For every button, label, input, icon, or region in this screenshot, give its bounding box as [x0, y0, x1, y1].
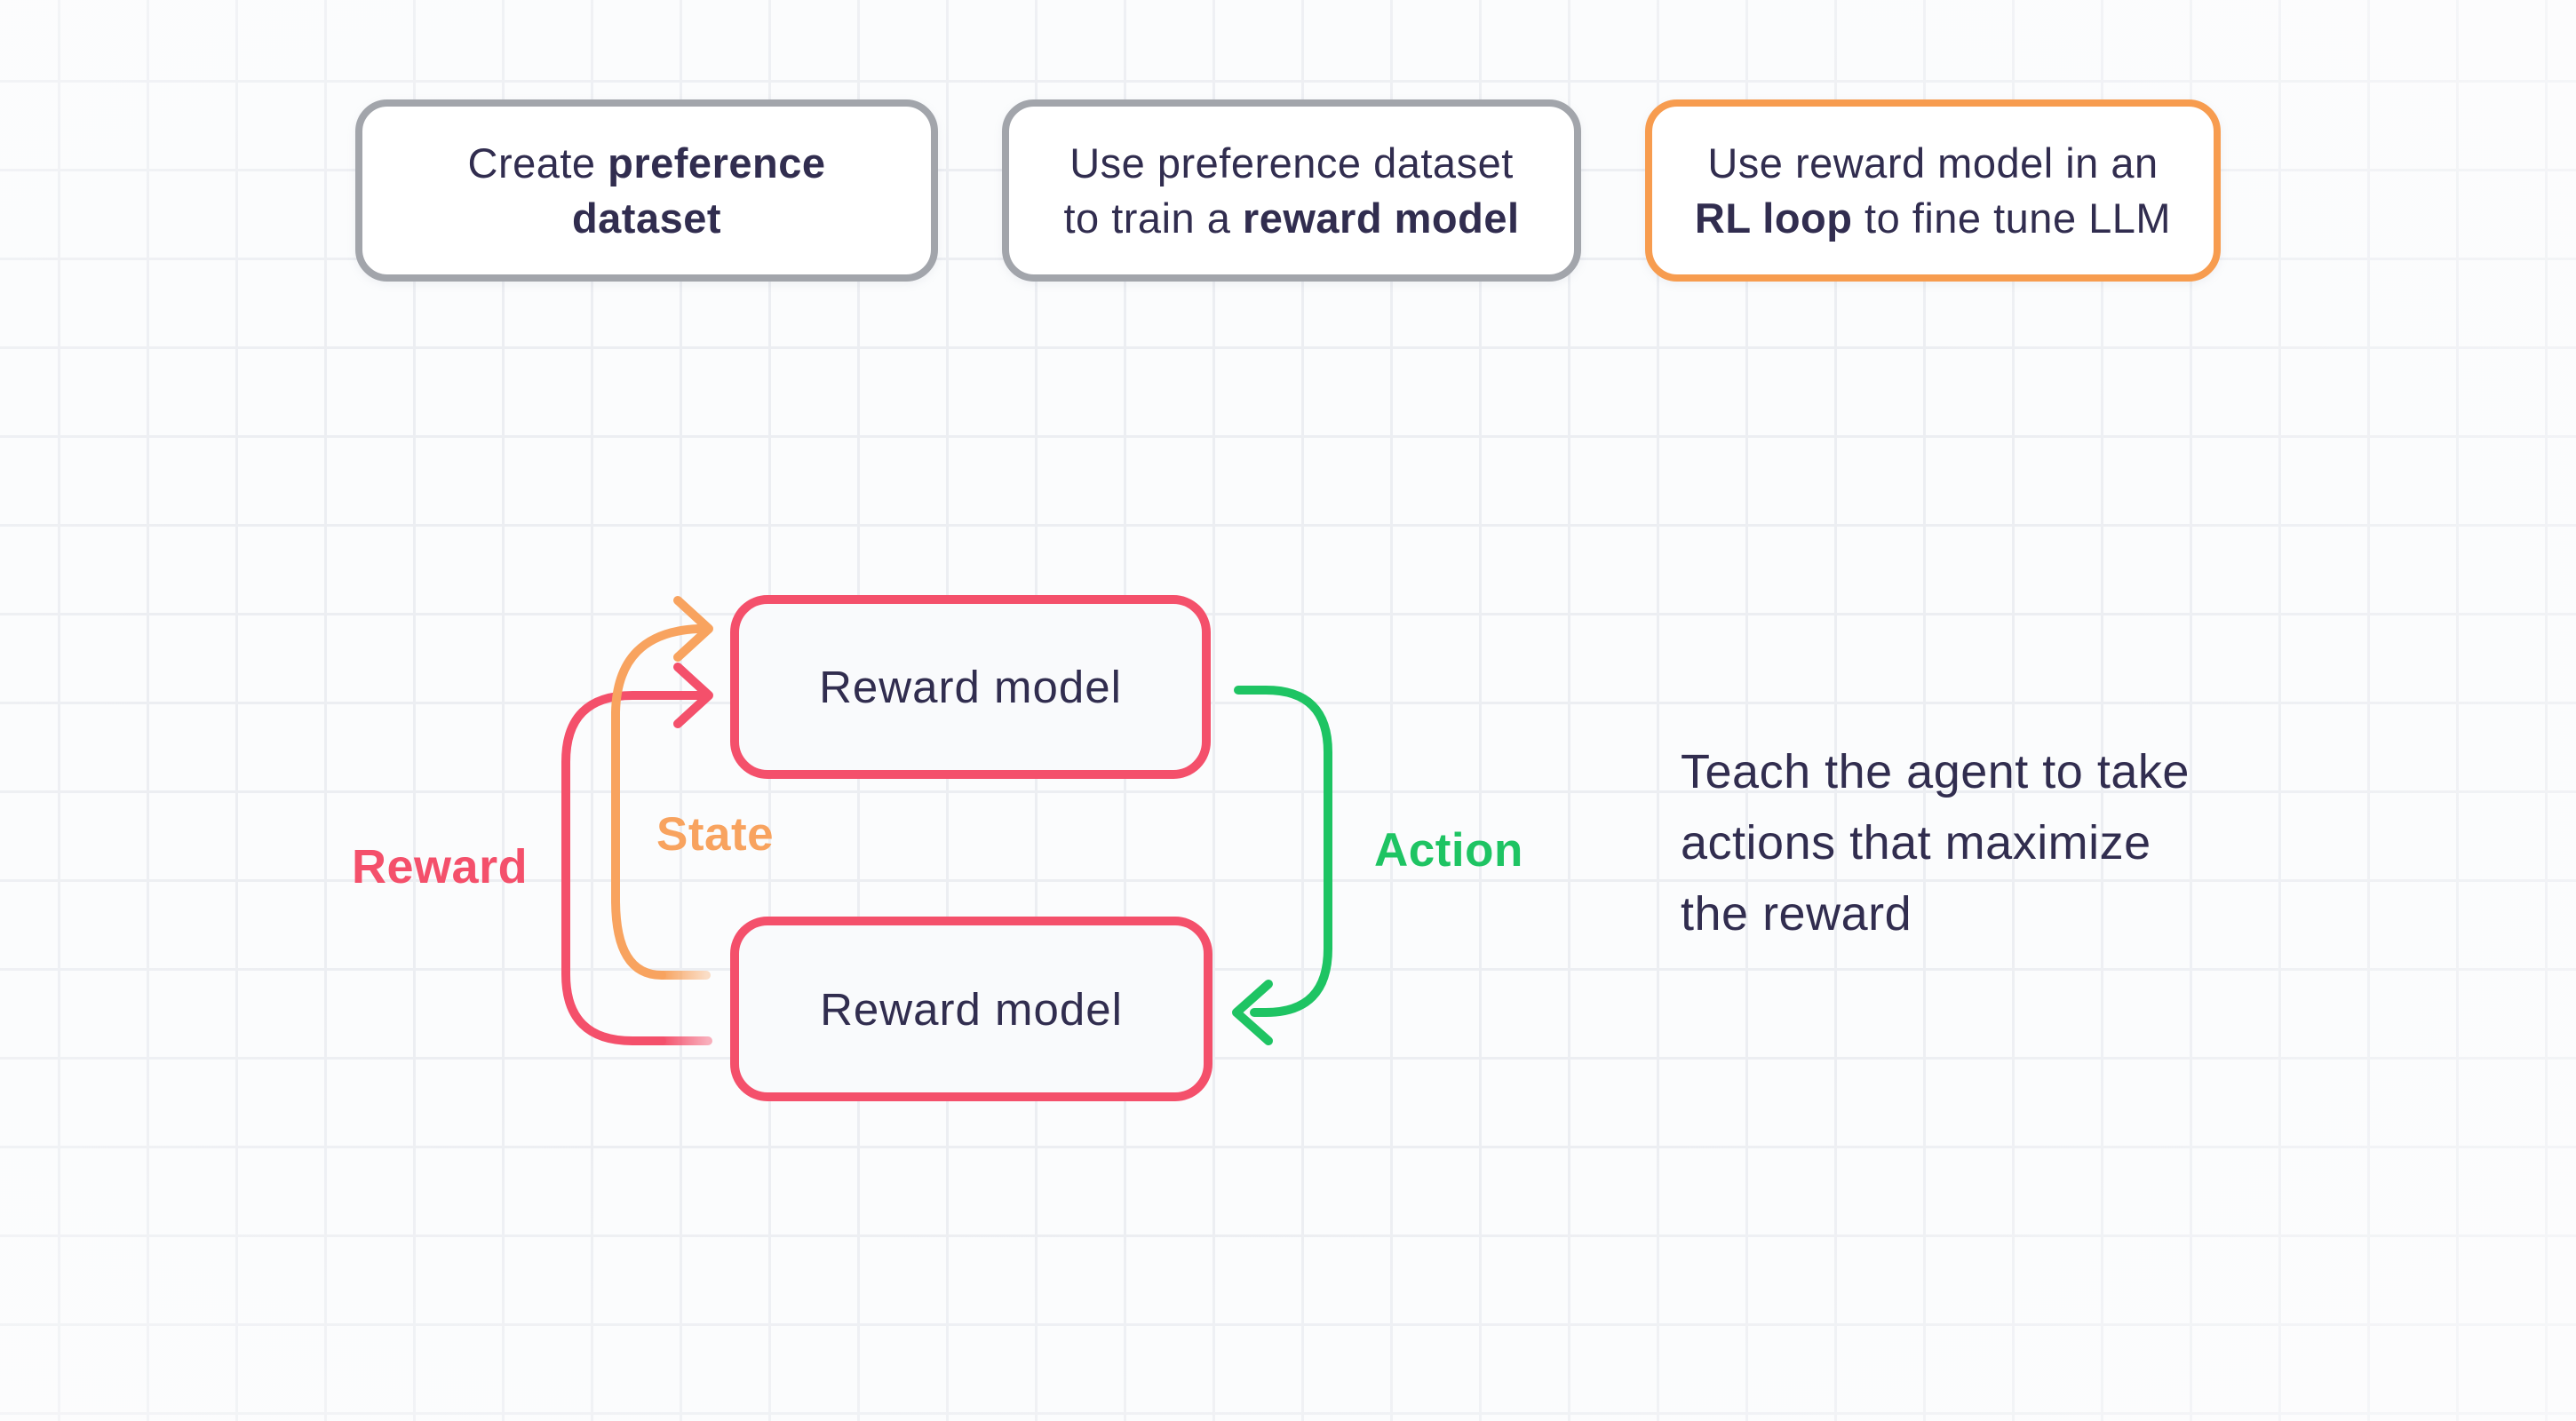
reward-model-box-top: Reward model: [730, 595, 1211, 779]
reward-model-box-top-label: Reward model: [819, 662, 1122, 712]
state-arrow-path: [611, 624, 703, 980]
caption-text: Teach the agent to take actions that max…: [1681, 745, 2190, 941]
reward-arrow-path: [561, 691, 704, 1045]
state-edge-label: State: [656, 808, 775, 861]
action-arrow-path: [1234, 686, 1332, 1017]
reward-edge-label: Reward: [352, 840, 529, 893]
reward-model-box-bottom: Reward model: [730, 917, 1212, 1101]
reward-model-box-bottom-label: Reward model: [820, 983, 1123, 1035]
action-edge-label: Action: [1374, 824, 1523, 877]
